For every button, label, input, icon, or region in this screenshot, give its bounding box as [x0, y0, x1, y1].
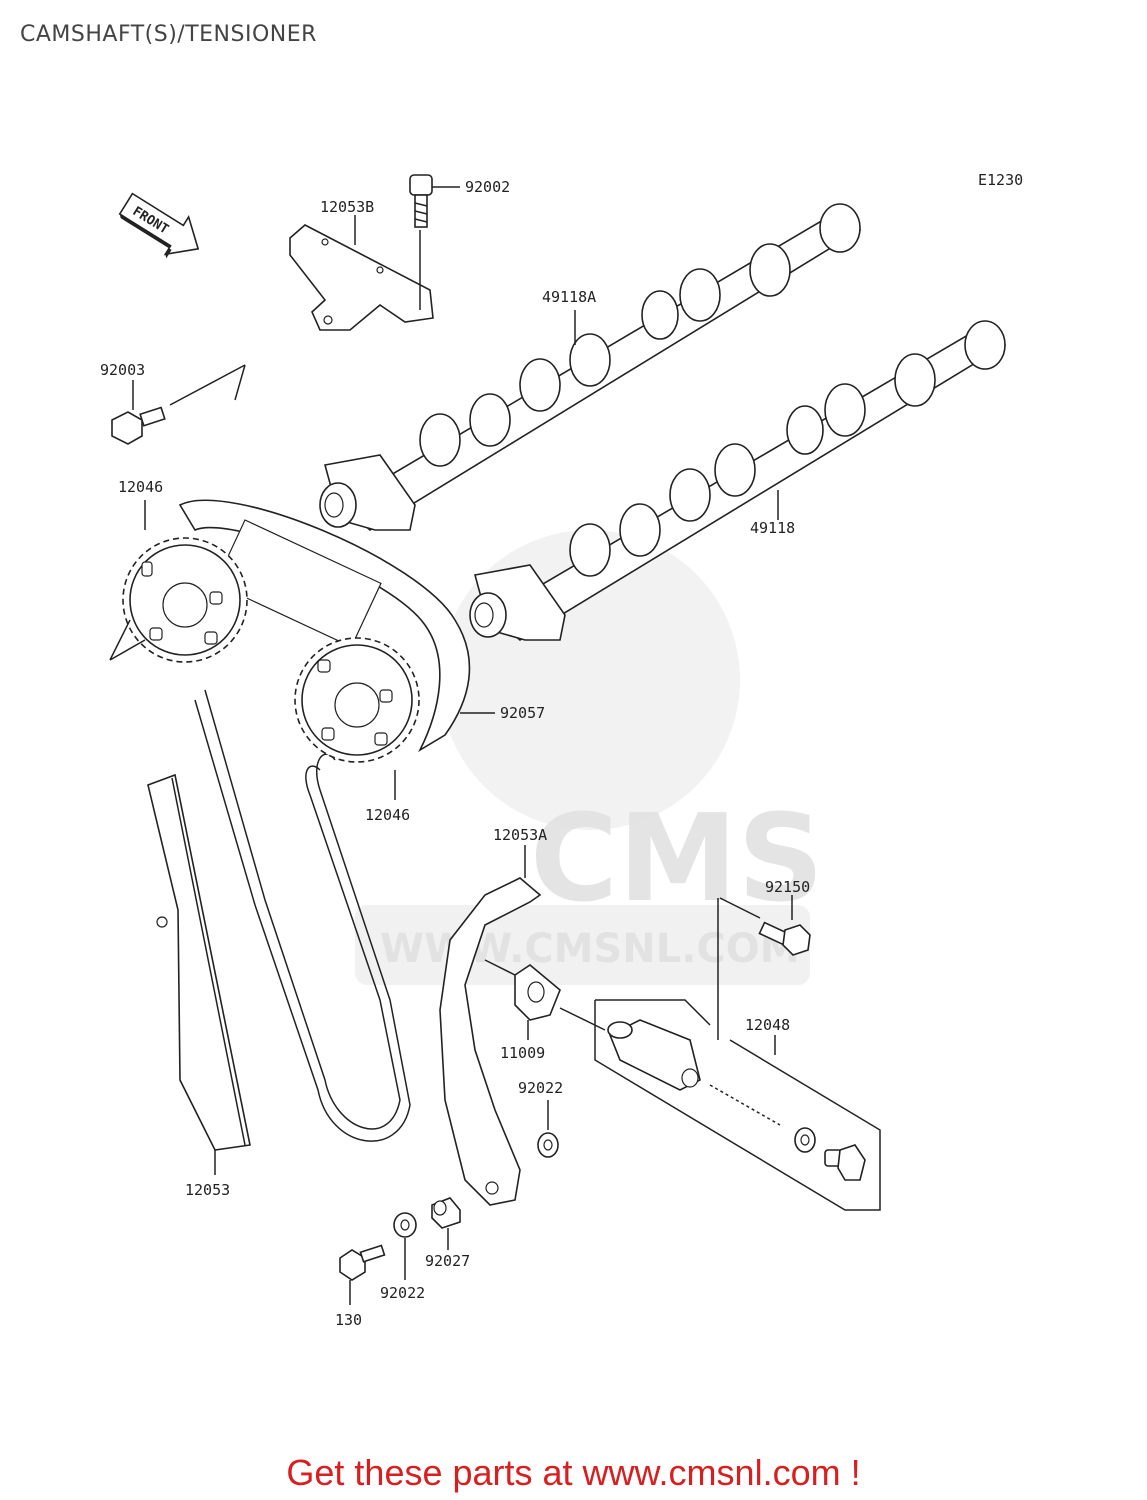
tensioner-arm-12053a-icon	[439, 845, 542, 1206]
watermark-brand: CMS	[530, 790, 824, 929]
label-92027: 92027	[425, 1252, 470, 1270]
bolt-92150-icon	[717, 895, 811, 1040]
label-92002: 92002	[465, 178, 510, 196]
gasket-11009-icon	[514, 964, 606, 1040]
label-11009: 11009	[500, 1044, 545, 1062]
guide-12053-icon	[147, 773, 251, 1175]
footer-link[interactable]: Get these parts at www.cmsnl.com !	[286, 1452, 861, 1493]
parts-diagram: CMS WWW.CMSNL.COM FRONT E1230 92002 1205…	[100, 171, 1023, 1329]
bolt-92002-icon	[409, 174, 460, 228]
tensioner-assy-12048-icon	[594, 999, 881, 1211]
sprocket-12046-top-icon	[109, 500, 248, 663]
label-12048: 12048	[745, 1016, 790, 1034]
washer-92022-left-icon	[393, 1212, 417, 1280]
bolt-130-icon	[339, 1244, 386, 1305]
bracket-12053b-icon	[289, 215, 434, 331]
camshaft-49118a-icon	[319, 203, 862, 531]
page-title: CAMSHAFT(S)/TENSIONER	[20, 22, 317, 47]
washer-92022-right-icon	[537, 1100, 559, 1158]
label-12046-bottom: 12046	[365, 806, 410, 824]
collar-92027-icon	[431, 1197, 461, 1250]
label-92003: 92003	[100, 361, 145, 379]
label-130: 130	[335, 1311, 362, 1329]
label-12053b: 12053B	[320, 198, 374, 216]
label-92022-left: 92022	[380, 1284, 425, 1302]
label-92057: 92057	[500, 704, 545, 722]
label-12053: 12053	[185, 1181, 230, 1199]
label-49118: 49118	[750, 519, 795, 537]
label-92022-right: 92022	[518, 1079, 563, 1097]
label-92150: 92150	[765, 878, 810, 896]
sprocket-12046-bottom-icon	[294, 637, 420, 800]
diagram-code: E1230	[978, 171, 1023, 189]
camshaft-49118-icon	[469, 320, 1007, 641]
chain-92057-icon	[178, 499, 495, 1142]
label-12053a: 12053A	[493, 826, 547, 844]
bolt-92003-icon	[111, 364, 246, 445]
label-49118a: 49118A	[542, 288, 596, 306]
watermark-url: WWW.CMSNL.COM	[380, 926, 800, 972]
label-12046-top: 12046	[118, 478, 163, 496]
front-arrow-icon: FRONT	[118, 192, 200, 259]
